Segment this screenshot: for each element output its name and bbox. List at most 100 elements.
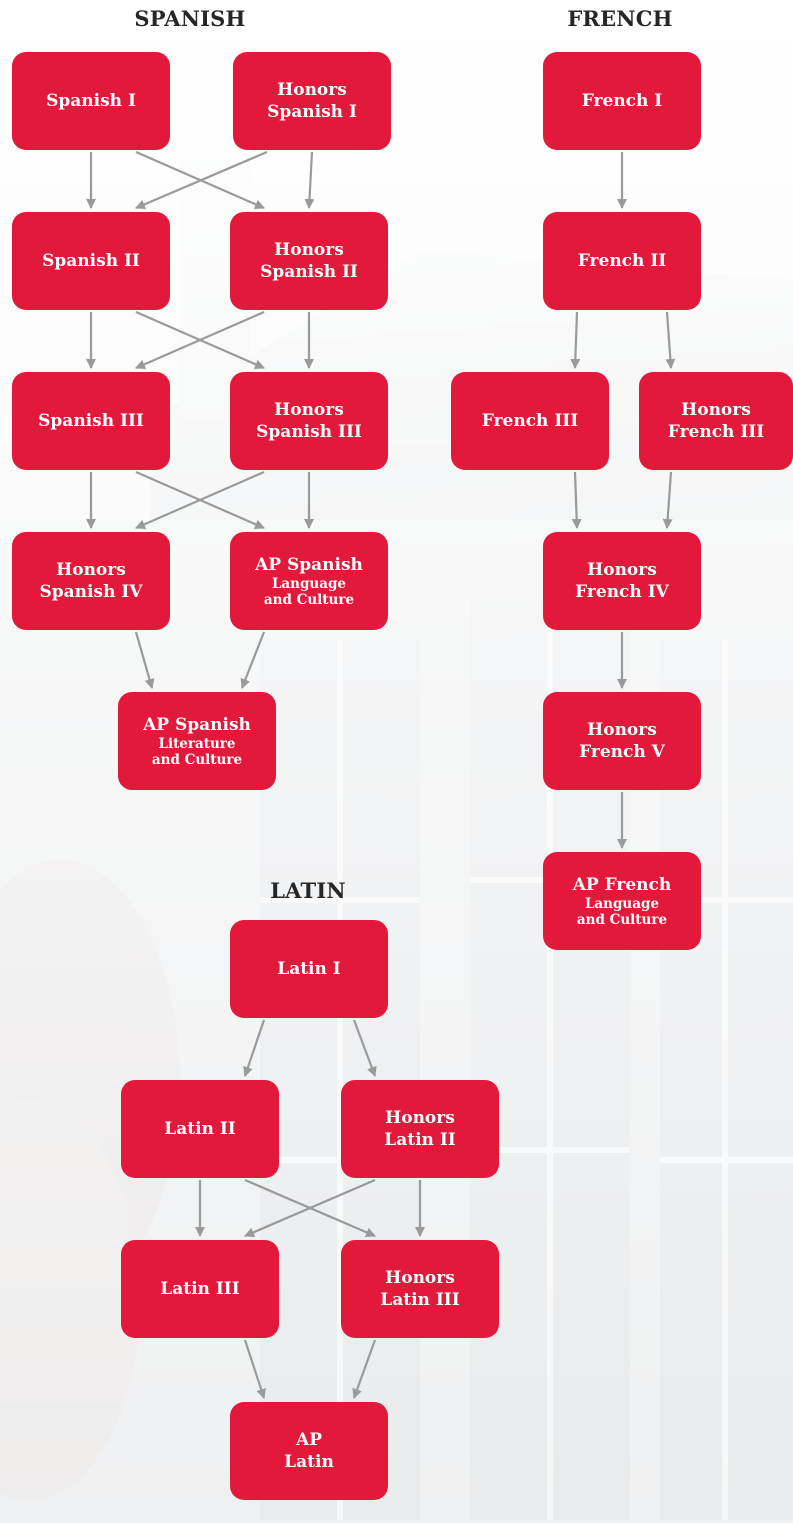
- course-node-label: Spanish I: [46, 90, 136, 112]
- course-node-label-line: Honors: [587, 560, 657, 580]
- course-node-sp3[interactable]: Spanish III: [12, 372, 170, 470]
- course-node-label-line: Honors: [385, 1268, 455, 1288]
- course-node-la2[interactable]: Latin II: [121, 1080, 279, 1178]
- course-node-label: Latin III: [160, 1278, 239, 1300]
- course-node-label-line: French II: [577, 251, 667, 271]
- course-node-label-line: AP Spanish: [143, 715, 251, 735]
- arrow-fr2-to-fr3: [570, 311, 581, 369]
- course-node-label-line: and Culture: [576, 912, 668, 928]
- course-node-label-line: Latin II: [164, 1119, 236, 1139]
- course-node-label: Latin I: [277, 958, 341, 980]
- arrow-hsp4-to-apslit: [134, 631, 155, 689]
- arrow-apsl-to-apslit: [240, 631, 266, 689]
- course-node-label-line: AP French: [572, 875, 672, 895]
- course-node-label: French III: [482, 410, 578, 432]
- course-node-label-line: Language: [271, 576, 347, 592]
- course-node-label: French I: [582, 90, 662, 112]
- course-node-label-line: Latin II: [384, 1130, 456, 1150]
- heading-latin: LATIN: [270, 878, 346, 903]
- arrow-fr2-to-hfr3: [665, 311, 676, 369]
- arrow-la1-to-la2: [243, 1019, 266, 1077]
- course-node-label: Latin II: [164, 1118, 235, 1140]
- arrow-fr3-to-hfr4: [571, 471, 582, 529]
- course-node-label-line: Latin: [284, 1452, 334, 1472]
- course-node-label-line: Spanish I: [46, 91, 136, 111]
- course-node-label-line: Spanish III: [256, 422, 362, 442]
- heading-spanish: SPANISH: [134, 6, 246, 31]
- course-node-label-line: French III: [667, 422, 765, 442]
- course-node-label-line: AP: [296, 1430, 322, 1450]
- arrow-hsp3-to-hsp4: [135, 470, 265, 530]
- course-node-label-line: Literature: [158, 736, 236, 752]
- course-node-label-line: Spanish IV: [39, 582, 143, 602]
- course-node-label-line: and Culture: [151, 752, 243, 768]
- arrow-hla3-to-apla: [352, 1339, 377, 1399]
- course-node-label-line: Latin I: [277, 959, 341, 979]
- course-node-label-line: Spanish II: [42, 251, 140, 271]
- course-node-la1[interactable]: Latin I: [230, 920, 388, 1018]
- course-node-label-line: Language: [584, 896, 660, 912]
- course-node-label-line: and Culture: [263, 592, 355, 608]
- course-node-label-line: Spanish III: [38, 411, 144, 431]
- course-node-label-line: French I: [581, 91, 663, 111]
- course-node-label-line: Honors: [277, 80, 347, 100]
- course-node-label: French II: [578, 250, 666, 272]
- course-node-fr3[interactable]: French III: [451, 372, 609, 470]
- course-node-label-line: Honors: [587, 720, 657, 740]
- course-node-sp1[interactable]: Spanish I: [12, 52, 170, 150]
- arrow-la3-to-apla: [243, 1339, 266, 1399]
- course-node-label-line: Spanish I: [267, 102, 357, 122]
- course-node-label-line: AP Spanish: [255, 555, 363, 575]
- course-node-label-line: Latin III: [380, 1290, 460, 1310]
- arrow-la1-to-hla2: [352, 1019, 377, 1077]
- arrow-hfr3-to-hfr4: [662, 471, 673, 529]
- course-node-label-line: Honors: [274, 240, 344, 260]
- course-node-label: Spanish II: [42, 250, 140, 272]
- course-node-label-line: Spanish II: [260, 262, 358, 282]
- heading-french: FRENCH: [567, 6, 673, 31]
- course-node-fr2[interactable]: French II: [543, 212, 701, 310]
- course-node-la3[interactable]: Latin III: [121, 1240, 279, 1338]
- course-node-label-line: Honors: [274, 400, 344, 420]
- course-node-label: Spanish III: [38, 410, 144, 432]
- course-node-label-line: French V: [579, 742, 665, 762]
- course-node-label-line: Honors: [56, 560, 126, 580]
- course-node-label-line: Honors: [385, 1108, 455, 1128]
- course-node-label-line: French III: [481, 411, 579, 431]
- arrow-hla2-to-la3: [244, 1178, 376, 1238]
- arrow-hsp1-to-sp2: [135, 150, 268, 210]
- course-node-sp2[interactable]: Spanish II: [12, 212, 170, 310]
- course-node-label-line: Honors: [681, 400, 751, 420]
- arrow-hsp2-to-sp3: [135, 310, 265, 370]
- course-node-label-line: Latin III: [160, 1279, 240, 1299]
- course-node-label-line: French IV: [575, 582, 669, 602]
- course-node-fr1[interactable]: French I: [543, 52, 701, 150]
